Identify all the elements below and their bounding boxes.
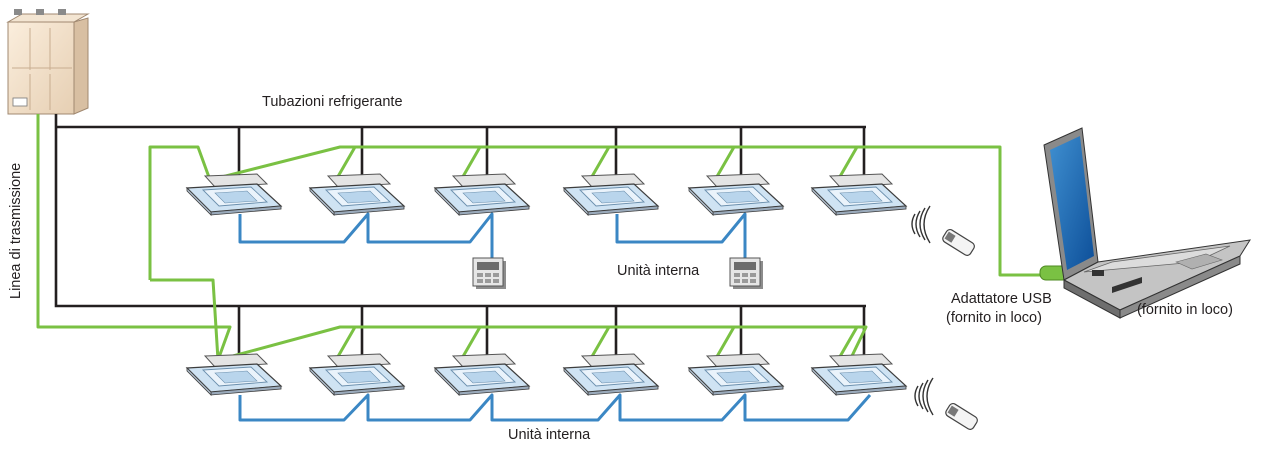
remote-control-wire bbox=[615, 212, 747, 258]
transmission-wire bbox=[36, 114, 212, 329]
refrigerant-pipe bbox=[54, 114, 866, 308]
transmission-wire bbox=[148, 145, 1040, 280]
remote-control-wire bbox=[238, 212, 494, 258]
transmission-line-label: Linea di trasmissione bbox=[8, 162, 24, 299]
transmission-line bbox=[36, 114, 1040, 362]
pc-supplied-label: (fornito in loco) bbox=[1137, 302, 1233, 318]
indoor-unit-label-upper: Unità interna bbox=[617, 263, 700, 279]
transmission-wire bbox=[150, 278, 220, 361]
indoor-cassette-unit bbox=[562, 173, 660, 216]
wired-remote-controller bbox=[729, 257, 763, 289]
wired-remote-controller bbox=[472, 257, 506, 289]
outdoor-unit bbox=[6, 9, 90, 115]
remote-wiring bbox=[238, 212, 872, 422]
laptop-pc bbox=[1043, 127, 1251, 319]
indoor-unit-label-lower: Unità interna bbox=[508, 427, 591, 443]
indoor-units bbox=[185, 173, 908, 396]
refrigerant-piping-label: Tubazioni refrigerante bbox=[262, 94, 403, 110]
indoor-cassette-unit bbox=[810, 353, 908, 396]
indoor-cassette-unit bbox=[433, 353, 531, 396]
indoor-cassette-unit bbox=[562, 353, 660, 396]
wireless-remote-controller bbox=[914, 377, 978, 430]
wireless-remote-controller bbox=[911, 205, 975, 256]
indoor-cassette-unit bbox=[185, 173, 283, 216]
indoor-cassette-unit bbox=[687, 173, 785, 216]
indoor-cassette-unit bbox=[308, 353, 406, 396]
indoor-cassette-unit bbox=[308, 173, 406, 216]
usb-adapter-label: Adattatore USB bbox=[951, 291, 1052, 307]
indoor-cassette-unit bbox=[185, 353, 283, 396]
usb-adapter-supplied-label: (fornito in loco) bbox=[946, 310, 1042, 326]
indoor-cassette-unit bbox=[810, 173, 908, 216]
indoor-cassette-unit bbox=[687, 353, 785, 396]
indoor-cassette-unit bbox=[433, 173, 531, 216]
transmission-wire bbox=[212, 325, 868, 362]
remote-control-wire bbox=[238, 393, 872, 422]
